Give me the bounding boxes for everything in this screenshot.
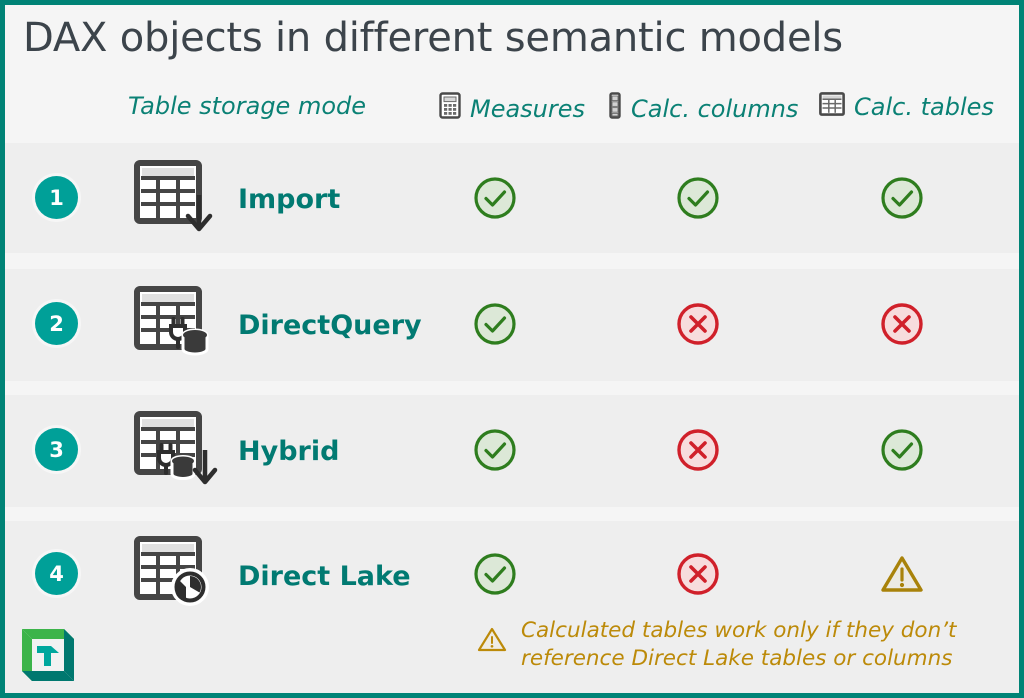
tabular-tools-logo <box>18 625 78 685</box>
status-calc-tables-yes-icon <box>879 175 925 221</box>
table-row: 2 <box>5 269 1019 381</box>
status-calc-columns-yes-icon <box>675 175 721 221</box>
column-header-measures-label: Measures <box>470 94 586 123</box>
page-title: DAX objects in different semantic models <box>23 15 843 61</box>
column-header-storage: Table storage mode <box>128 92 366 120</box>
table-row: 3 <box>5 395 1019 507</box>
column-header-calc-tables-label: Calc. tables <box>854 93 994 121</box>
table-lake-icon <box>133 535 217 619</box>
status-calc-columns-no-icon <box>675 427 721 473</box>
status-measures-yes-icon <box>472 551 518 597</box>
row-number-badge: 1 <box>35 176 78 219</box>
column-header-calc-tables: Calc. tables <box>819 92 994 122</box>
status-calc-tables-yes-icon <box>879 427 925 473</box>
status-calc-columns-no-icon <box>675 551 721 597</box>
status-measures-yes-icon <box>472 427 518 473</box>
title-bar: DAX objects in different semantic models <box>5 5 1019 78</box>
footnote-text: Calculated tables work only if they don’… <box>521 618 957 672</box>
column-header-row: Table storage mode <box>5 78 1019 143</box>
mode-label: Import <box>238 184 341 215</box>
status-calc-columns-no-icon <box>675 301 721 347</box>
table-grid-icon <box>819 92 845 122</box>
status-measures-yes-icon <box>472 175 518 221</box>
footnote: Calculated tables work only if they don’… <box>477 617 991 674</box>
calculator-icon <box>439 92 461 125</box>
table-plug-database-icon <box>133 285 217 369</box>
column-icon <box>608 92 622 125</box>
table-plug-database-download-icon <box>133 410 225 498</box>
table-row: 1 Import <box>5 143 1019 253</box>
row-number-badge: 2 <box>35 302 78 345</box>
status-measures-yes-icon <box>472 301 518 347</box>
column-header-calc-columns-label: Calc. columns <box>631 94 799 123</box>
table-row: 4 Direct Lake <box>5 521 1019 693</box>
row-number-badge: 3 <box>35 428 78 471</box>
warning-triangle-icon <box>477 626 507 657</box>
column-header-calc-columns: Calc. columns <box>608 92 798 125</box>
mode-label: Direct Lake <box>238 561 411 592</box>
mode-label: DirectQuery <box>238 310 422 341</box>
status-calc-tables-no-icon <box>879 301 925 347</box>
column-header-measures: Measures <box>439 92 585 125</box>
table-download-icon <box>133 159 217 243</box>
row-number-badge: 4 <box>35 552 78 595</box>
status-calc-tables-warning-icon <box>879 551 925 597</box>
mode-label: Hybrid <box>238 436 340 467</box>
column-header-storage-label: Table storage mode <box>128 92 367 120</box>
